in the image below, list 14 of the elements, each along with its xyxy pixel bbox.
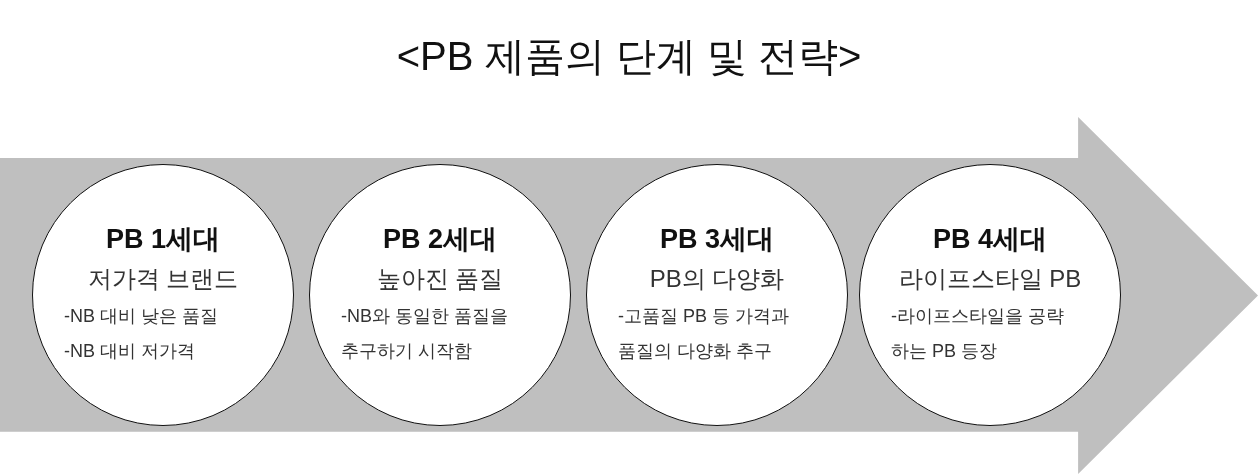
stage-subtitle: 라이프스타일 PB xyxy=(898,264,1082,294)
stage-description: -고품질 PB 등 가격과 품질의 다양화 추구 xyxy=(618,305,790,363)
stage-description: -라이프스타일을 공략 하는 PB 등장 xyxy=(891,305,1065,363)
stage-subtitle: PB의 다양화 xyxy=(649,264,785,294)
stage-heading: PB 4세대 xyxy=(933,223,1047,256)
stage-description: -NB와 동일한 품질을 추구하기 시작함 xyxy=(341,305,509,363)
stage-heading: PB 3세대 xyxy=(660,223,774,256)
stage-subtitle: 높아진 품질 xyxy=(376,264,504,294)
stage-subtitle: 저가격 브랜드 xyxy=(87,264,239,294)
stage-heading: PB 2세대 xyxy=(383,223,497,256)
stage-heading: PB 1세대 xyxy=(106,223,220,256)
stage-description: -NB 대비 낮은 품질 xyxy=(64,305,218,328)
stage-description: -NB 대비 저가격 xyxy=(64,340,195,363)
diagram-title: <PB 제품의 단계 및 전략> xyxy=(396,34,862,78)
